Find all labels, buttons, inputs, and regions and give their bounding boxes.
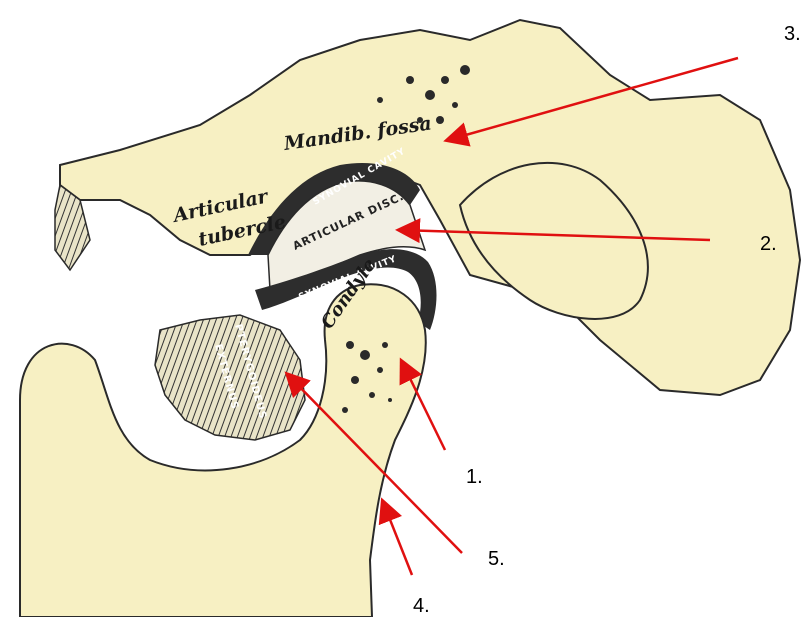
- callout-4: 4.: [413, 595, 430, 617]
- callout-3: 3.: [784, 23, 801, 45]
- callout-1: 1.: [466, 466, 483, 488]
- callout-5: 5.: [488, 548, 505, 570]
- arrow-4: [383, 502, 412, 575]
- callout-2: 2.: [760, 233, 777, 255]
